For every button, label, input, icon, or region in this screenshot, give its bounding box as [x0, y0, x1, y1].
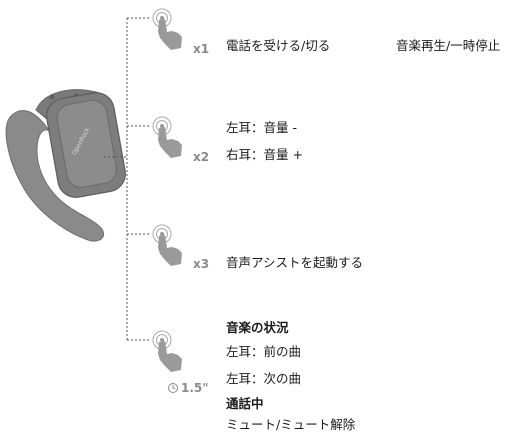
action-previous-track: 左耳：前の曲: [226, 344, 302, 359]
section-heading-music: 音楽の状況: [226, 320, 289, 335]
action-mute-unmute: ミュート/ミュート解除: [226, 417, 356, 432]
section-heading-call: 通話中: [226, 396, 264, 411]
gesture-count-x3: x3: [193, 257, 210, 271]
action-voice-assistant: 音声アシストを起動する: [226, 255, 364, 270]
action-answer-end-call: 電話を受ける/切る: [226, 38, 331, 53]
clock-icon: [168, 383, 178, 393]
action-next-track: 左耳：次の曲: [226, 371, 302, 386]
gesture-count-x1: x1: [193, 42, 210, 56]
tap-finger-icon: [152, 8, 183, 51]
action-play-pause: 音楽再生/一時停止: [396, 38, 501, 53]
connector-lines: [104, 17, 149, 341]
action-volume-up-right: 右耳：音量 +: [226, 147, 303, 162]
gesture-count-x2: x2: [193, 150, 210, 164]
tap-finger-icon: [152, 224, 183, 267]
earphone-device: [5, 89, 126, 242]
press-hold-finger-icon: [152, 330, 183, 373]
tap-finger-icon: [152, 116, 183, 159]
action-volume-down-left: 左耳：音量 -: [226, 120, 297, 135]
hold-duration-label: 1.5": [181, 381, 209, 395]
